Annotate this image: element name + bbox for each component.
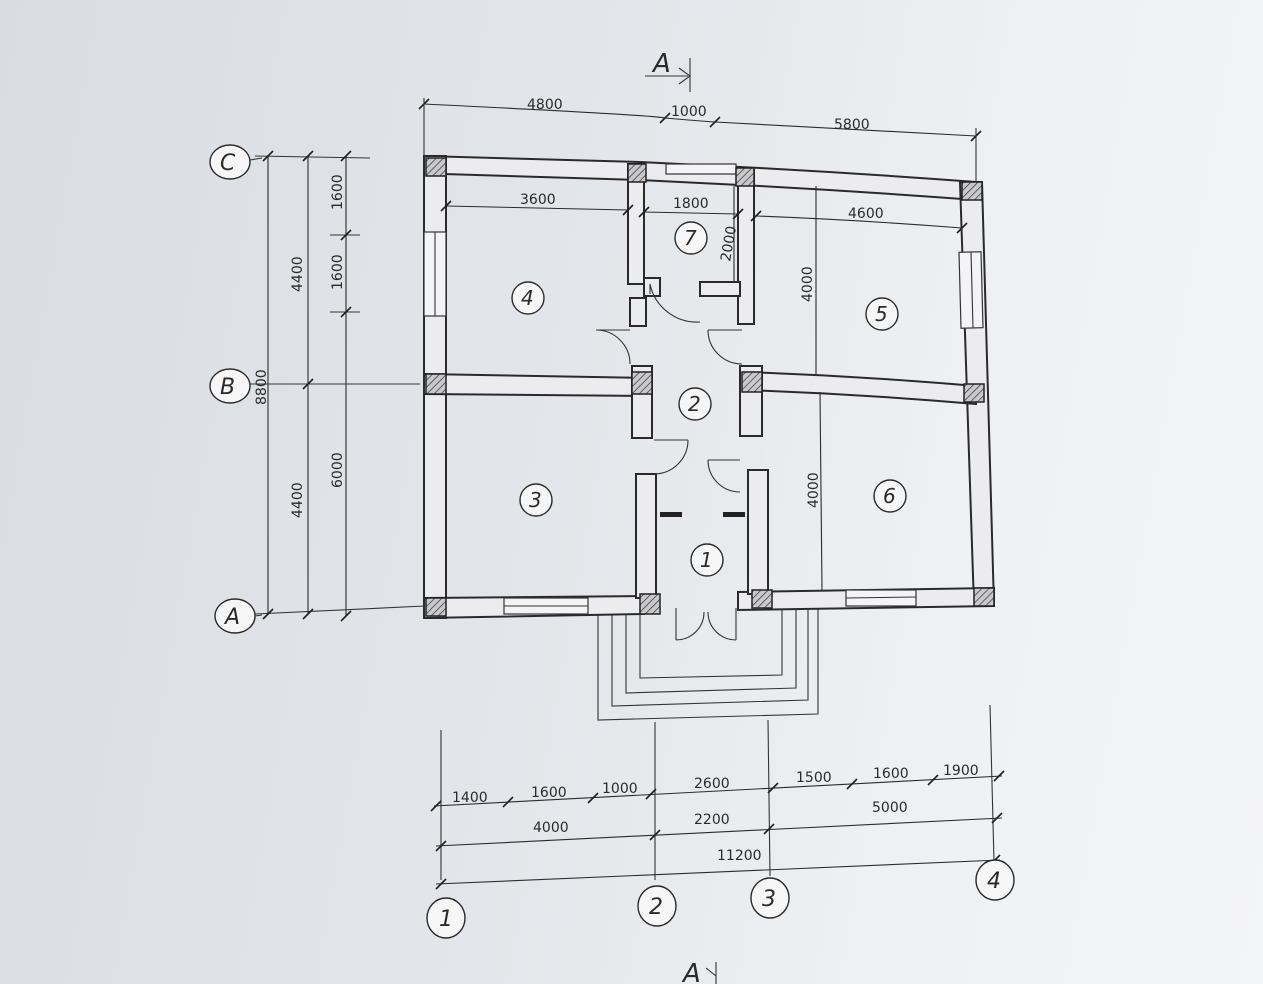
bottom-dimension-chains: 1400 1600 1000 2600 1500 1600 1900 4000 … bbox=[430, 704, 1005, 890]
dim-room6-depth: 4000 bbox=[806, 472, 822, 508]
dim-left-mid-2: 4400 bbox=[290, 482, 306, 518]
svg-text:B: B bbox=[220, 375, 235, 400]
dim-bottom-10: 5000 bbox=[872, 800, 908, 816]
section-label-top: A bbox=[651, 49, 671, 79]
axis-bubble-a: A bbox=[214, 598, 263, 634]
dim-left-inner-3: 6000 bbox=[330, 452, 346, 488]
dim-inner-room5: 4600 bbox=[848, 206, 884, 222]
svg-text:7: 7 bbox=[684, 226, 697, 250]
svg-text:4: 4 bbox=[521, 286, 534, 310]
room-label-2: 2 bbox=[678, 387, 712, 421]
dim-bottom-4: 2600 bbox=[694, 776, 730, 792]
dim-bottom-3: 1000 bbox=[602, 781, 638, 797]
svg-text:6: 6 bbox=[883, 484, 896, 508]
dim-inner-room4: 3600 bbox=[520, 192, 556, 208]
dim-bottom-6: 1600 bbox=[873, 766, 909, 782]
svg-text:A: A bbox=[223, 605, 240, 630]
windows bbox=[423, 163, 984, 615]
svg-text:2: 2 bbox=[649, 895, 663, 920]
dim-top-1: 4800 bbox=[527, 97, 563, 113]
dim-bottom-2: 1600 bbox=[531, 785, 567, 801]
dim-left-inner-2: 1600 bbox=[330, 254, 346, 290]
room-labels: 1 2 3 4 5 6 7 bbox=[511, 221, 907, 577]
top-dimension-chain: 4800 1000 5800 bbox=[418, 97, 982, 182]
columns bbox=[425, 157, 995, 617]
svg-text:5: 5 bbox=[875, 302, 888, 326]
section-mark-top: A bbox=[645, 49, 691, 92]
svg-text:1: 1 bbox=[439, 907, 453, 932]
interior-walls bbox=[423, 163, 977, 599]
axis-bubble-3: 3 bbox=[750, 877, 790, 919]
room-label-4: 4 bbox=[511, 281, 545, 315]
inner-dimensions: 3600 1800 4600 2000 4000 4000 bbox=[440, 186, 968, 591]
svg-text:1: 1 bbox=[700, 548, 713, 572]
dim-room7-depth: 2000 bbox=[718, 225, 740, 263]
dim-inner-room7: 1800 bbox=[673, 196, 709, 212]
svg-text:3: 3 bbox=[762, 887, 776, 912]
svg-text:2: 2 bbox=[688, 392, 701, 416]
entrance-steps bbox=[597, 608, 819, 721]
section-mark-bottom: A bbox=[681, 959, 717, 984]
dim-bottom-8: 4000 bbox=[533, 820, 569, 836]
room-label-3: 3 bbox=[519, 483, 553, 517]
doors bbox=[595, 283, 743, 641]
room-label-7: 7 bbox=[674, 221, 708, 255]
axis-bubble-4: 4 bbox=[975, 859, 1015, 901]
axis-bubble-c: C bbox=[209, 144, 263, 180]
dim-bottom-9: 2200 bbox=[694, 812, 730, 828]
dim-left-inner-1: 1600 bbox=[330, 174, 346, 210]
axis-bubble-1: 1 bbox=[426, 897, 466, 939]
room-label-6: 6 bbox=[873, 479, 907, 513]
svg-text:3: 3 bbox=[529, 488, 542, 512]
dim-top-3: 5800 bbox=[834, 117, 870, 133]
left-dimension-chains: 8800 4400 4400 1600 1600 6000 bbox=[248, 150, 426, 622]
dim-left-total: 8800 bbox=[254, 369, 270, 405]
svg-text:C: C bbox=[220, 151, 236, 176]
dim-top-2: 1000 bbox=[671, 104, 707, 120]
dim-bottom-total: 11200 bbox=[717, 848, 762, 864]
dim-bottom-1: 1400 bbox=[452, 790, 488, 806]
dim-bottom-7: 1900 bbox=[943, 763, 979, 779]
room-label-1: 1 bbox=[690, 543, 724, 577]
room-label-5: 5 bbox=[865, 297, 899, 331]
dim-left-mid-1: 4400 bbox=[290, 256, 306, 292]
dim-bottom-5: 1500 bbox=[796, 770, 832, 786]
dim-room5-depth: 4000 bbox=[800, 266, 816, 302]
section-label-bottom: A bbox=[681, 959, 701, 984]
axis-bubble-2: 2 bbox=[637, 885, 677, 927]
axis-bubble-b: B bbox=[209, 368, 251, 404]
svg-text:4: 4 bbox=[987, 869, 1001, 894]
